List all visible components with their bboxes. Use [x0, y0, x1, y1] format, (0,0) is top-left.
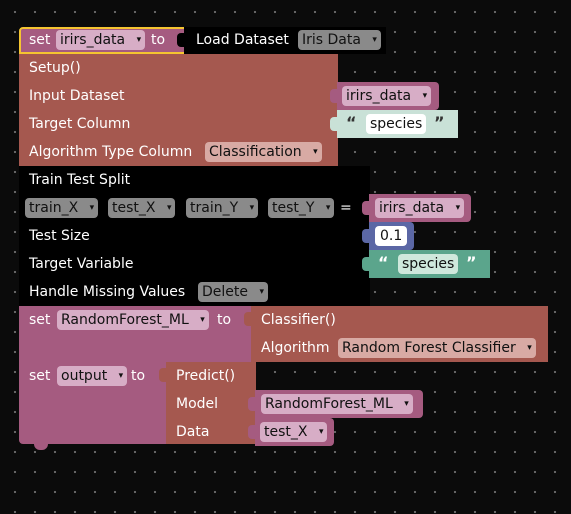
missing-option: Delete [202, 284, 248, 300]
output-name: train_Y [190, 200, 239, 216]
variable-name: RandomForest_ML [265, 396, 393, 412]
set-keyword: set [29, 32, 51, 48]
close-quote-icon: ” [466, 253, 477, 272]
train-test-split-title: Train Test Split [29, 172, 131, 188]
equals-sign: = [340, 200, 352, 216]
load-dataset-label: Load Dataset [196, 32, 289, 48]
chevron-down-icon: ▾ [404, 399, 409, 409]
predict-block[interactable] [166, 362, 256, 444]
variable-dropdown[interactable]: irirs_data ▾ [375, 198, 465, 218]
input-connector [159, 368, 169, 382]
variable-dropdown[interactable]: irirs_data ▾ [342, 86, 432, 106]
number-value-label: 0.1 [380, 228, 403, 244]
to-keyword: to [151, 32, 166, 48]
output-name: test_X [112, 200, 156, 216]
algorithm-type-label: Algorithm Type Column [29, 144, 193, 160]
chevron-down-icon: ▾ [166, 203, 172, 213]
setup-title: Setup() [29, 60, 81, 76]
output-name: test_Y [272, 200, 315, 216]
algorithm-dropdown[interactable]: Random Forest Classifier ▾ [338, 338, 536, 358]
algorithm-type-dropdown[interactable]: Classification ▾ [205, 142, 322, 162]
variable-dropdown[interactable]: RandomForest_ML ▾ [261, 394, 413, 414]
variable-name: irirs_data [346, 88, 412, 104]
chevron-down-icon: ▾ [118, 371, 124, 381]
output-dropdown-train-y[interactable]: train_Y ▾ [186, 198, 259, 218]
output-connector [330, 117, 340, 131]
output-connector [362, 257, 372, 271]
train-test-split-block[interactable] [19, 166, 370, 306]
chevron-down-icon: ▾ [455, 203, 461, 213]
number-value[interactable]: 0.1 [375, 226, 408, 246]
output-connector [362, 201, 372, 215]
open-quote-icon: “ [346, 113, 357, 132]
close-quote-icon: ” [434, 113, 445, 132]
open-quote-icon: “ [378, 253, 389, 272]
data-label: Data [176, 424, 210, 440]
text-value-label: species [402, 256, 455, 272]
test-size-label: Test Size [29, 228, 90, 244]
classifier-title: Classifier() [261, 312, 336, 328]
handle-missing-label: Handle Missing Values [29, 284, 186, 300]
algorithm-option: Random Forest Classifier [342, 340, 516, 356]
variable-name: irirs_data [60, 32, 126, 48]
variable-name: RandomForest_ML [61, 312, 189, 328]
variable-dropdown-randomforest[interactable]: RandomForest_ML ▾ [57, 310, 209, 330]
output-connector [330, 89, 340, 103]
chevron-down-icon: ▾ [249, 203, 255, 213]
predict-title: Predict() [176, 368, 236, 384]
variable-name: output [61, 368, 108, 384]
chevron-down-icon: ▾ [422, 91, 428, 101]
output-dropdown-test-y[interactable]: test_Y ▾ [268, 198, 335, 218]
model-label: Model [176, 396, 219, 412]
output-dropdown-test-x[interactable]: test_X ▾ [108, 198, 176, 218]
algorithm-label: Algorithm [261, 340, 330, 356]
output-connector [362, 229, 372, 243]
variable-name: test_X [264, 424, 308, 440]
algorithm-type-option: Classification [209, 144, 302, 160]
input-connector [244, 312, 254, 326]
input-dataset-label: Input Dataset [29, 88, 125, 104]
chevron-down-icon: ▾ [136, 35, 142, 45]
missing-values-dropdown[interactable]: Delete ▾ [198, 282, 268, 302]
chevron-down-icon: ▾ [259, 287, 264, 297]
chevron-down-icon: ▾ [527, 343, 532, 353]
next-connector [34, 444, 48, 450]
output-name: train_X [29, 200, 79, 216]
chevron-down-icon: ▾ [200, 315, 205, 325]
text-value[interactable]: species [398, 254, 459, 274]
dataset-dropdown[interactable]: Iris Data ▾ [298, 30, 381, 50]
set-keyword: set [29, 312, 51, 328]
set-keyword: set [29, 368, 51, 384]
chevron-down-icon: ▾ [313, 147, 318, 157]
output-connector [248, 425, 258, 439]
to-keyword: to [131, 368, 146, 384]
text-value[interactable]: species [366, 114, 427, 134]
chevron-down-icon: ▾ [318, 427, 324, 437]
to-keyword: to [217, 312, 232, 328]
chevron-down-icon: ▾ [372, 35, 377, 45]
chevron-down-icon: ▾ [89, 203, 95, 213]
input-connector [177, 33, 187, 47]
dataset-option: Iris Data [302, 32, 361, 48]
variable-dropdown[interactable]: test_X ▾ [260, 422, 328, 442]
target-variable-label: Target Variable [29, 256, 134, 272]
output-dropdown-train-x[interactable]: train_X ▾ [25, 198, 99, 218]
chevron-down-icon: ▾ [325, 203, 331, 213]
variable-dropdown-irirs-data[interactable]: irirs_data ▾ [56, 30, 146, 50]
text-value-label: species [370, 116, 423, 132]
variable-dropdown-output[interactable]: output ▾ [57, 366, 128, 386]
output-connector [248, 397, 258, 411]
target-column-label: Target Column [29, 116, 131, 132]
variable-name: irirs_data [379, 200, 445, 216]
